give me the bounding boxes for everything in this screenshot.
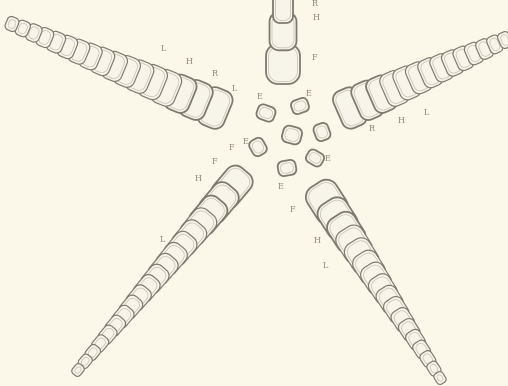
label-top-h: H (313, 14, 320, 22)
disc-plate-6 (247, 136, 268, 158)
label-right-r: R (369, 125, 375, 133)
label-lower-left-f: F (212, 158, 218, 166)
label-center-e1: E (257, 93, 263, 101)
label-center-e3: E (325, 155, 331, 163)
disc-plate-1 (255, 103, 277, 123)
disc-plate-3 (312, 121, 332, 142)
label-lower-right-l: L (323, 262, 328, 270)
label-left-r: R (212, 70, 218, 78)
label-lower-left-l: L (160, 236, 165, 244)
label-center-e5: E (243, 138, 249, 146)
arm-top-plate-3 (273, 0, 293, 23)
label-left-l: L (161, 45, 166, 53)
disc-plate-2 (290, 97, 311, 116)
label-top-f: F (312, 54, 318, 62)
disc-plate-7 (281, 124, 304, 145)
label-left-small: L (232, 85, 237, 93)
label-center-e4: E (278, 183, 284, 191)
label-lower-right-h: H (314, 237, 321, 245)
label-center-f1: F (229, 144, 235, 152)
label-right-l: L (424, 109, 429, 117)
label-right-h: H (398, 117, 405, 125)
label-center-e2: E (306, 90, 312, 98)
disc-plate-5 (277, 159, 297, 177)
label-left-h: H (186, 58, 193, 66)
label-lower-left-h: H (195, 175, 202, 183)
label-top-small: R (312, 0, 318, 8)
disc-plate-4 (304, 148, 326, 169)
label-lower-right-f: F (290, 206, 296, 214)
